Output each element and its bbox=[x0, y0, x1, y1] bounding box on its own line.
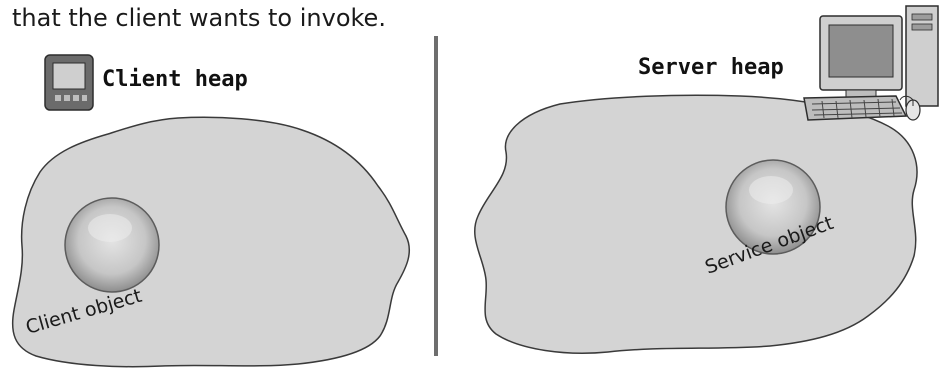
server-heap-label: Server heap bbox=[638, 55, 784, 80]
desktop-computer-icon bbox=[804, 6, 938, 120]
client-object-highlight bbox=[88, 214, 132, 242]
pda-icon bbox=[45, 55, 93, 110]
client-object-sphere bbox=[65, 198, 159, 292]
service-object-highlight bbox=[749, 176, 793, 204]
server-heap-blob bbox=[475, 95, 917, 353]
client-heap-label: Client heap bbox=[102, 67, 248, 92]
caption-text: that the client wants to invoke. bbox=[12, 4, 386, 32]
